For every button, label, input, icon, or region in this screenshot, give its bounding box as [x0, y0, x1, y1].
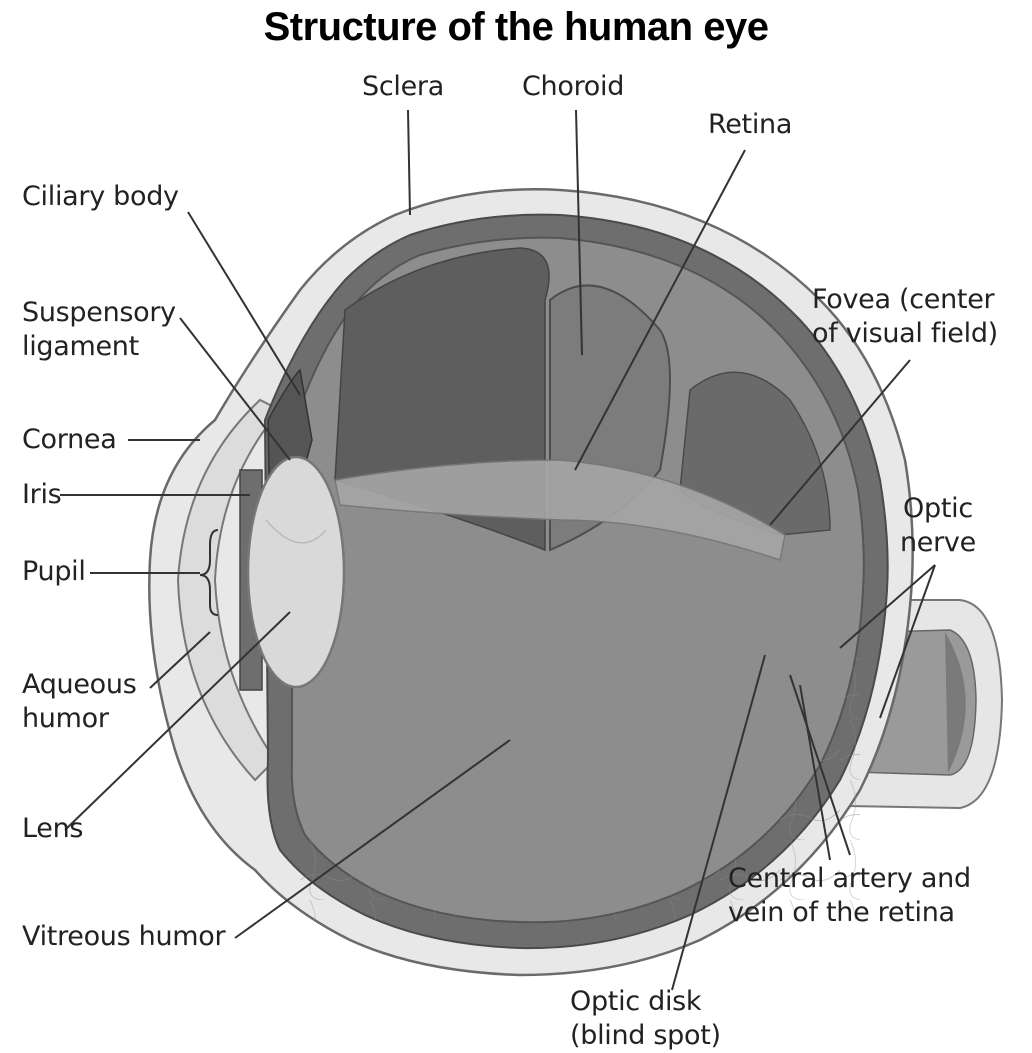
label-retina: Retina — [708, 109, 793, 140]
page-title: Structure of the human eye — [263, 5, 769, 49]
label-vitreous-humor: Vitreous humor — [22, 921, 226, 952]
label-suspensory-ligament: Suspensory ligament — [22, 297, 176, 362]
label-iris: Iris — [22, 479, 62, 510]
label-aqueous-humor: Aqueous humor — [22, 669, 137, 734]
label-optic-nerve: Optic nerve — [900, 493, 976, 558]
label-cornea: Cornea — [22, 424, 117, 455]
label-fovea: Fovea (center of visual field) — [812, 284, 998, 349]
leader-lines — [60, 109, 936, 991]
label-ciliary-body: Ciliary body — [22, 181, 179, 212]
label-central-artery: Central artery and vein of the retina — [728, 863, 971, 928]
label-sclera: Sclera — [362, 71, 444, 102]
label-lens: Lens — [22, 813, 84, 844]
lens — [246, 455, 346, 689]
label-optic-disk: Optic disk (blind spot) — [570, 986, 721, 1051]
label-choroid: Choroid — [522, 71, 625, 102]
pupil-bracket — [199, 529, 219, 616]
label-pupil: Pupil — [22, 556, 86, 587]
section-plane — [334, 459, 786, 561]
